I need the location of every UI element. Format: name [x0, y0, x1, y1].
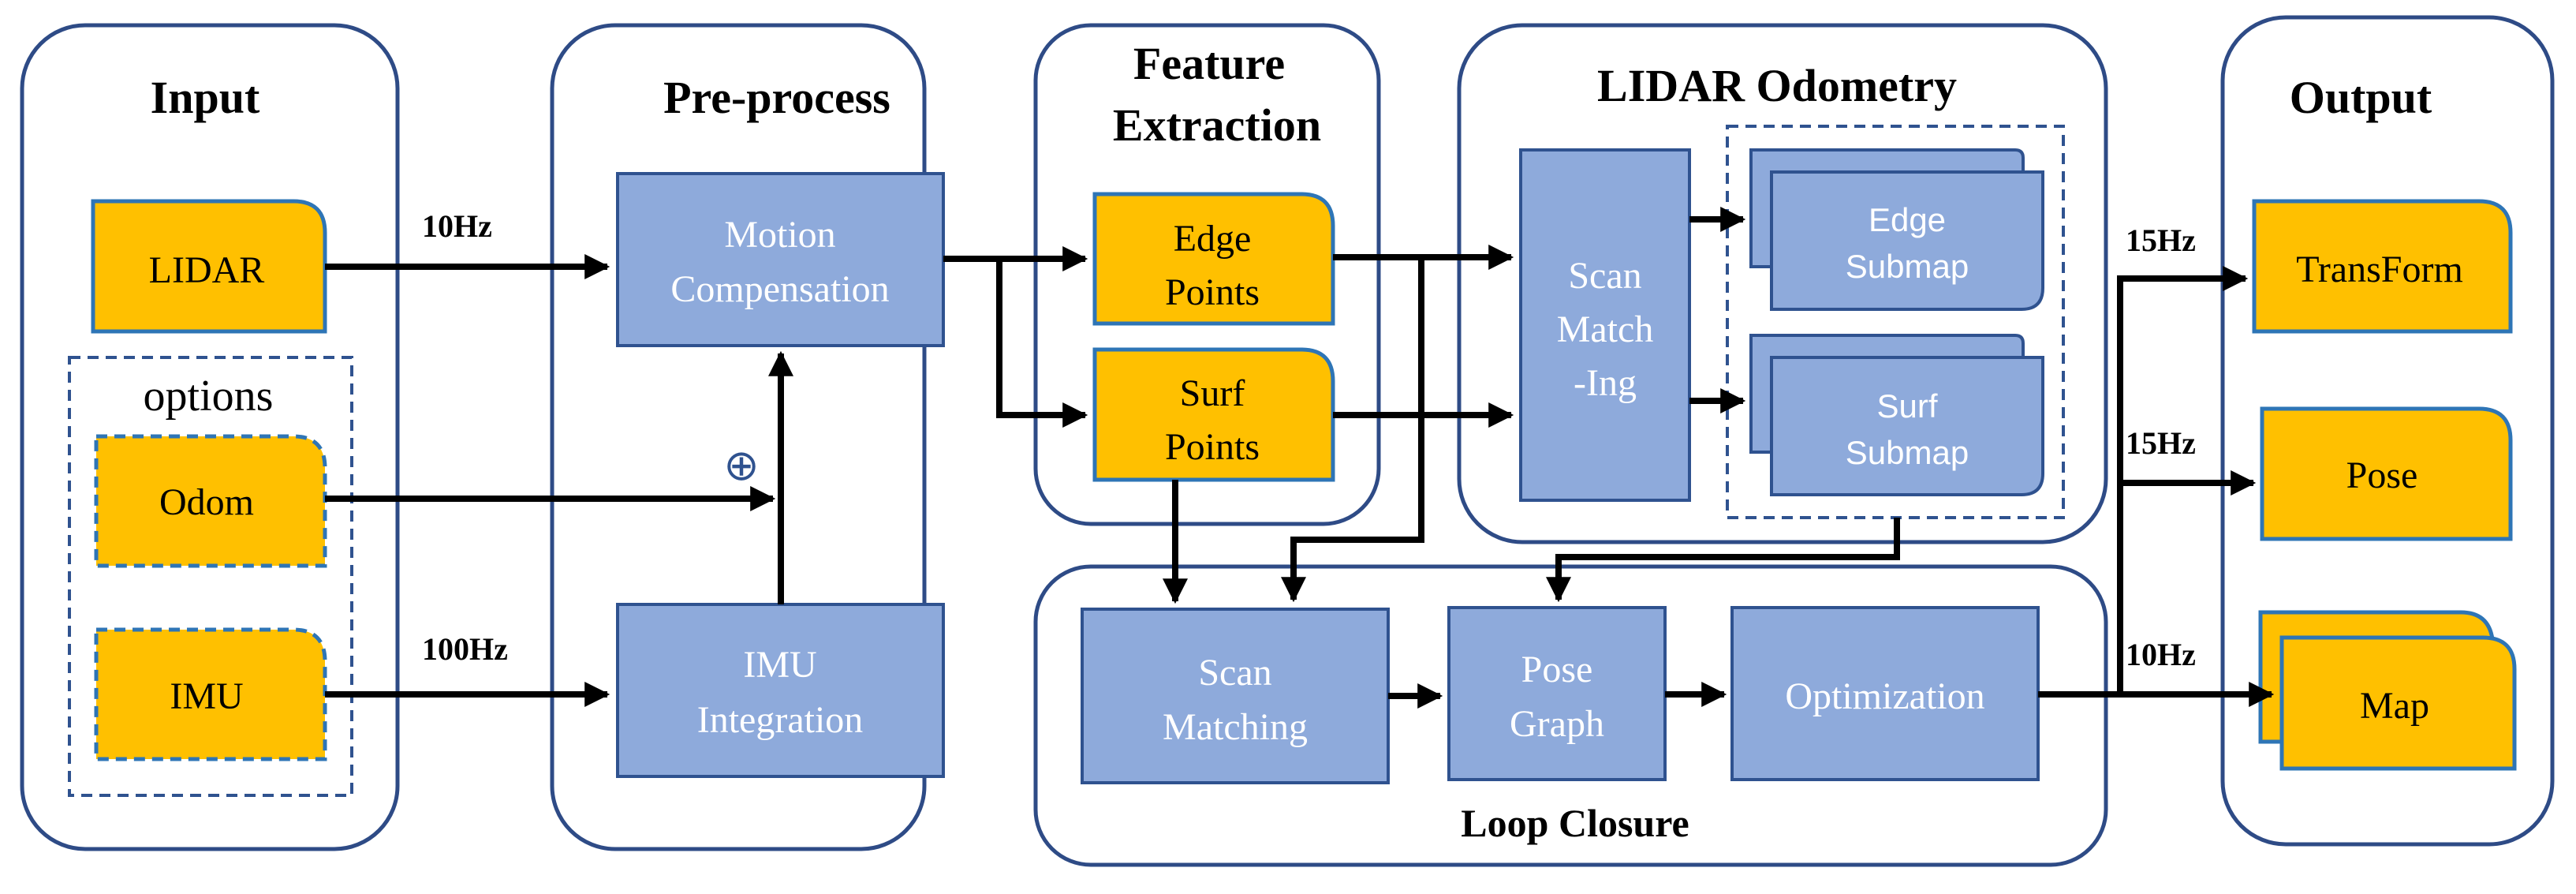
loop-scan-matching-box: [1081, 608, 1390, 784]
options-group: [68, 356, 353, 797]
rate-pose: 15Hz: [2126, 425, 2196, 461]
preprocess-title: Pre-process: [663, 72, 890, 123]
loop-closure-title: Loop Closure: [1461, 801, 1689, 845]
imu-input-label: IMU: [170, 675, 243, 717]
lidar-label: LIDAR: [149, 249, 265, 291]
odom-label: Odom: [159, 481, 254, 523]
surf-points-box: [1092, 347, 1335, 482]
imu-integration-box: [616, 603, 945, 778]
optimization-box: [1730, 606, 2040, 781]
transform-box: [2252, 199, 2513, 334]
pose-graph-line1: Pose: [1521, 649, 1593, 690]
motion-compensation-line2: Compensation: [670, 268, 889, 310]
arrow-edge-to-loop-scan: [1281, 257, 1424, 603]
motion-compensation-box: [616, 172, 945, 347]
edge-points-line2: Points: [1165, 271, 1260, 313]
edge-submap-line1: Edge: [1869, 201, 1946, 238]
pose-output-box: [2260, 406, 2513, 541]
edge-points-line1: Edge: [1174, 218, 1252, 260]
feature-title-line2: Extraction: [1113, 99, 1321, 151]
imu-integration-line1: IMU: [743, 644, 816, 686]
pose-graph-line2: Graph: [1510, 703, 1604, 745]
merge-plus-icon: ⊕: [723, 442, 759, 489]
imu-integration-line2: Integration: [697, 699, 864, 741]
odom-box: [94, 434, 327, 568]
scan-match-line1: Scan: [1568, 255, 1641, 297]
input-title: Input: [151, 72, 260, 123]
motion-compensation-line1: Motion: [724, 214, 835, 256]
rate-map: 10Hz: [2126, 637, 2196, 672]
rate-transform: 15Hz: [2126, 223, 2196, 258]
surf-points-line2: Points: [1165, 426, 1260, 468]
pose-graph-box: [1447, 606, 1667, 781]
scan-match-line3: -Ing: [1574, 362, 1637, 404]
imu-input-box: [94, 627, 327, 761]
scan-match-line2: Match: [1557, 309, 1654, 350]
loop-scan-matching-line2: Matching: [1163, 706, 1308, 748]
arrow-motion-to-surf: [996, 259, 1088, 428]
arrow-to-transform: [2117, 266, 2249, 694]
edge-submap-box: [1770, 170, 2044, 311]
scan-matching-odometry-box: [1519, 148, 1691, 502]
options-label: options: [144, 372, 274, 421]
surf-submap-line1: Surf: [1876, 387, 1937, 425]
optimization-label: Optimization: [1785, 675, 1984, 717]
transform-label: TransForm: [2296, 249, 2463, 290]
arrow-submap-to-pose-graph: [1546, 518, 1900, 603]
edge-points-box: [1092, 192, 1335, 326]
rate-lidar: 10Hz: [422, 208, 492, 244]
map-box: [2279, 635, 2517, 771]
surf-points-line1: Surf: [1180, 372, 1245, 414]
lidar-box: [91, 199, 327, 334]
surf-submap-line2: Submap: [1846, 434, 1969, 471]
surf-submap-box: [1770, 356, 2044, 496]
feature-title-line1: Feature: [1133, 38, 1285, 89]
map-label: Map: [2360, 685, 2429, 727]
rate-imu: 100Hz: [422, 631, 508, 667]
loop-scan-matching-line1: Scan: [1198, 652, 1271, 694]
edge-submap-line2: Submap: [1846, 248, 1969, 285]
lidar-odometry-title: LIDAR Odometry: [1597, 60, 1957, 111]
output-title: Output: [2290, 72, 2432, 123]
pose-output-label: Pose: [2346, 454, 2418, 496]
